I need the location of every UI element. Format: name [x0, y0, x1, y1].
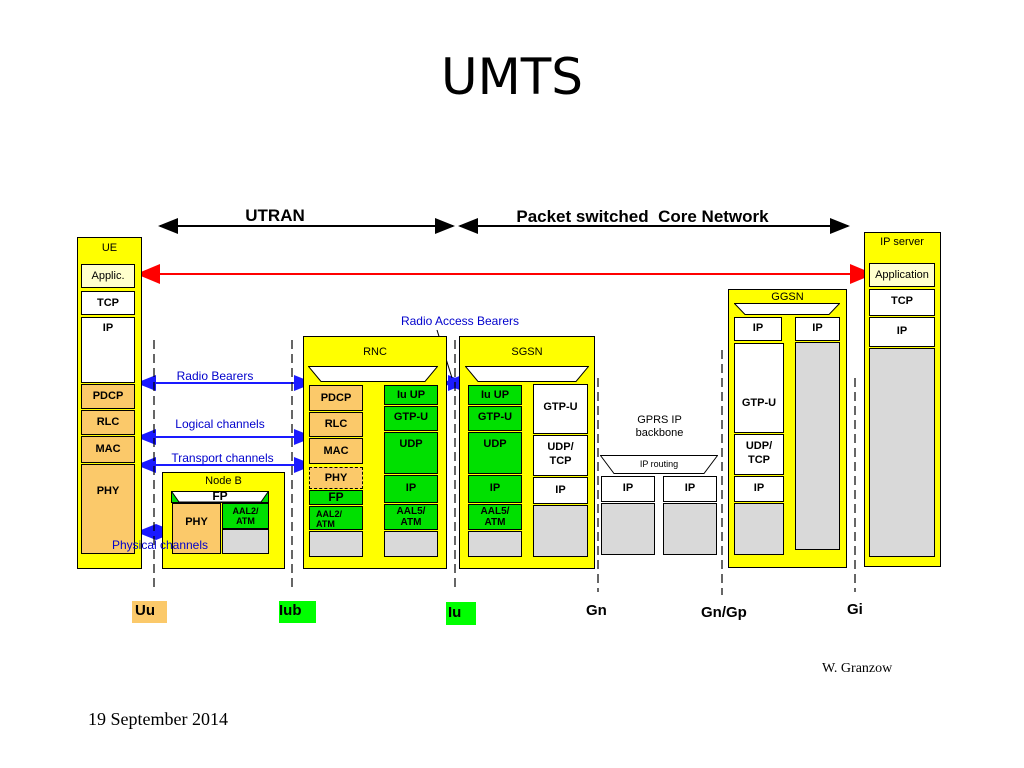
rnc-lower-right [384, 531, 438, 557]
server-tcp: TCP [869, 289, 935, 316]
ggsn-ip-right: IP [795, 317, 840, 341]
gprs-backbone-label: GPRS IP backbone [635, 414, 684, 439]
gprs-routing-trapezoid [600, 455, 718, 474]
gngp-interface-label: Gn/Gp [701, 604, 747, 621]
ggsn-ip-left: IP [734, 317, 782, 341]
rnc-phy: PHY [309, 467, 363, 489]
rnc-ip: IP [384, 475, 438, 503]
ue-label: UE [101, 242, 118, 254]
ue-rlc: RLC [81, 410, 135, 435]
core-network-label: Packet switched Core Network [516, 207, 769, 226]
gprs-lower-2 [663, 503, 717, 555]
server-lower-stack [869, 348, 935, 557]
ggsn-udp-tcp: UDP/ TCP [734, 434, 784, 475]
ggsn-label: GGSN [771, 291, 804, 303]
transport-channels-label: Transport channels [171, 451, 274, 465]
rnc-relay-trapezoid [308, 366, 438, 382]
sgsn-udp-left: UDP [468, 432, 522, 474]
gi-interface-label: Gi [847, 601, 863, 618]
rnc-rlc: RLC [309, 412, 363, 437]
slide-title: UMTS [440, 48, 584, 106]
server-application: Application [869, 263, 935, 287]
gprs-ip-routing: IP routing [639, 459, 679, 469]
rnc-fp: FP [309, 490, 363, 505]
sgsn-gtp-u-right: GTP-U [533, 384, 588, 434]
gprs-ip-1: IP [601, 476, 655, 502]
nodeb-aal2-atm: AAL2/ ATM [222, 503, 269, 529]
nodeb-fp-trapezoid [171, 491, 269, 503]
ue-phy: PHY [81, 464, 135, 554]
ggsn-right-stack [795, 342, 840, 550]
rnc-mac: MAC [309, 438, 363, 464]
utran-label: UTRAN [245, 206, 305, 225]
sgsn-lower-left [468, 531, 522, 557]
nodeb-phy: PHY [172, 503, 221, 554]
ue-tcp: TCP [81, 291, 135, 315]
nodeb-label: Node B [205, 475, 242, 487]
ue-mac: MAC [81, 436, 135, 463]
rnc-gtp-u: GTP-U [384, 406, 438, 431]
rnc-iu-up: Iu UP [384, 385, 438, 405]
slide-date: 19 September 2014 [88, 709, 228, 729]
ggsn-lower-left [734, 503, 784, 555]
gprs-lower-1 [601, 503, 655, 555]
nodeb-lower-layer [222, 529, 269, 554]
ggsn-ip-bottom: IP [734, 476, 784, 502]
radio-bearers-label: Radio Bearers [176, 369, 254, 383]
uu-interface-label: Uu [132, 601, 167, 623]
rnc-aal2-atm: AAL2/ ATM [309, 506, 363, 530]
iu-interface-label: Iu [446, 602, 476, 625]
sgsn-relay-trapezoid [465, 366, 589, 382]
rnc-udp: UDP [384, 432, 438, 474]
rnc-label: RNC [363, 346, 387, 358]
ip-server-label: IP server [880, 236, 924, 248]
rnc-pdcp: PDCP [309, 385, 363, 411]
sgsn-ip-right: IP [533, 477, 588, 504]
ue-pdcp: PDCP [81, 384, 135, 409]
rnc-aal5-atm: AAL5/ ATM [384, 504, 438, 530]
gn-interface-label: Gn [586, 602, 607, 619]
gprs-ip-2: IP [663, 476, 717, 502]
iub-interface-label: Iub [279, 601, 316, 623]
sgsn-iu-up: Iu UP [468, 385, 522, 405]
logical-channels-label: Logical channels [175, 417, 265, 431]
ue-ip: IP [81, 317, 135, 383]
ggsn-relay-trapezoid [734, 303, 840, 315]
nodeb-fp: FP [212, 489, 228, 503]
sgsn-udp-tcp: UDP/ TCP [533, 435, 588, 476]
ggsn-gtp-u: GTP-U [734, 343, 784, 433]
radio-access-bearers-label: Radio Access Bearers [400, 314, 520, 328]
physical-channels-label: Physical channels [111, 538, 209, 552]
ue-applic: Applic. [81, 264, 135, 288]
sgsn-ip-left: IP [468, 475, 522, 503]
author-credit: W. Granzow [822, 661, 893, 676]
sgsn-lower-right [533, 505, 588, 557]
rnc-lower-left [309, 531, 363, 557]
sgsn-label: SGSN [511, 346, 543, 358]
sgsn-gtp-u-left: GTP-U [468, 406, 522, 431]
sgsn-aal5-atm: AAL5/ ATM [468, 504, 522, 530]
server-ip: IP [869, 317, 935, 347]
